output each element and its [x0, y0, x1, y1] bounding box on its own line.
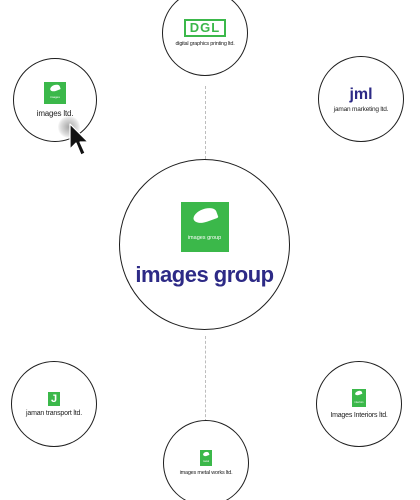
images-group-logo: images group	[180, 201, 229, 252]
mouse-pointer-icon	[69, 123, 89, 156]
company-node-dgl[interactable]: DGL digital graphics printing ltd.	[162, 0, 248, 76]
leaf-icon	[191, 204, 218, 226]
company-node-images-metal-works[interactable]: metal images metal works ltd.	[163, 420, 249, 500]
company-label-images-group: images group	[135, 261, 274, 287]
leaf-icon	[202, 451, 210, 457]
images-metal-logo: metal	[200, 450, 212, 466]
company-node-jaman-transport[interactable]: J jaman transport ltd.	[11, 361, 97, 447]
dgl-logo: DGL	[184, 19, 226, 37]
leaf-icon	[354, 389, 363, 397]
images-metal-logo-text: metal	[202, 460, 210, 463]
connector-line-bottom	[205, 336, 206, 422]
images-ltd-logo: images	[44, 82, 66, 104]
company-node-images-ltd[interactable]: images images ltd.	[13, 58, 97, 142]
images-group-logo-text: images group	[187, 234, 222, 241]
company-node-images-interiors[interactable]: interiors Images Interiors ltd.	[316, 361, 402, 447]
jaman-transport-logo: J	[48, 391, 60, 406]
connector-line-top	[205, 86, 206, 184]
company-label-jaman-transport: jaman transport ltd.	[26, 409, 82, 417]
company-label-images-ltd: images ltd.	[36, 109, 74, 118]
jml-logo: jml	[349, 85, 373, 103]
company-label-dgl: digital graphics printing ltd.	[175, 41, 235, 47]
images-interiors-logo: interiors	[352, 389, 366, 407]
leaf-icon	[49, 83, 61, 93]
company-label-images-metal-works: images metal works ltd.	[179, 470, 233, 476]
images-ltd-logo-text: images	[50, 95, 60, 99]
company-label-images-interiors: Images Interiors ltd.	[330, 412, 388, 419]
images-interiors-logo-text: interiors	[354, 401, 364, 404]
company-node-images-group[interactable]: images group images group	[119, 159, 290, 330]
company-label-jaman-marketing: jaman marketing ltd.	[333, 105, 389, 113]
company-node-jaman-marketing[interactable]: jml jaman marketing ltd.	[318, 56, 404, 142]
